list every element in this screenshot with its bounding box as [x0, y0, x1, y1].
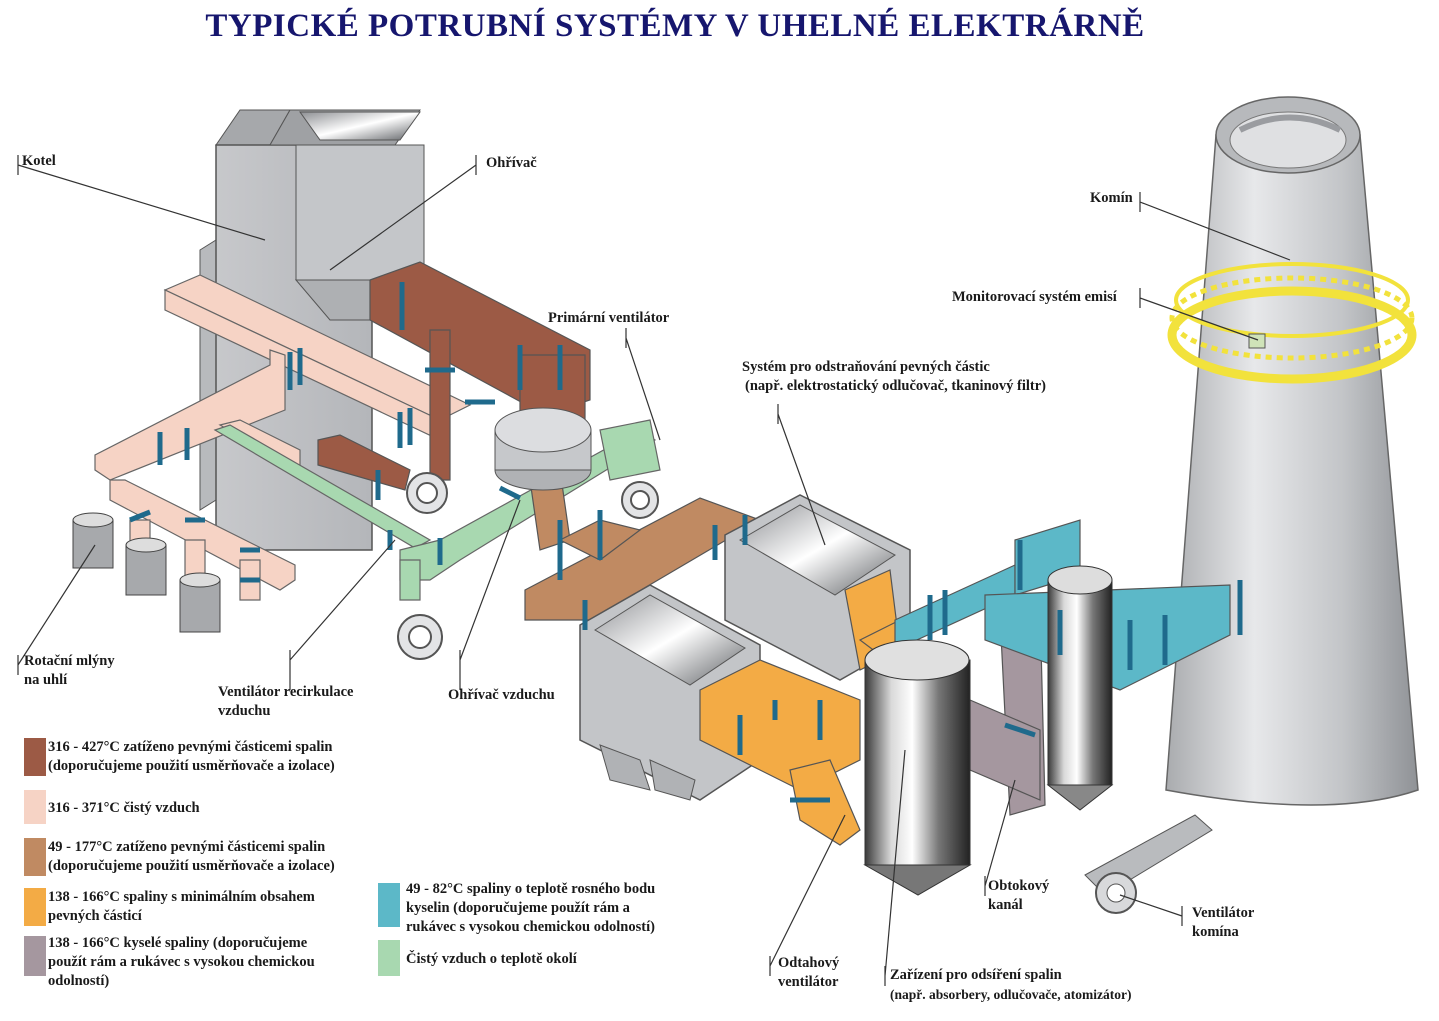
legend-swatch-5 [378, 883, 400, 927]
legend-swatch-4 [24, 936, 46, 976]
label-bypass-2: kanál [988, 897, 1023, 913]
bypass-duct [969, 604, 1046, 816]
fgd-absorbers [863, 565, 1114, 896]
legend-swatch-2 [24, 838, 46, 876]
label-fgd-2: (např. absorbery, odlučovače, atomizátor… [890, 987, 1132, 1002]
legend-text-6: Čistý vzduch o teplotě okolí [406, 951, 577, 967]
air-heater [494, 407, 592, 491]
label-coal-mills-1: Rotační mlýny [24, 653, 115, 669]
label-bypass-1: Obtokový [988, 878, 1050, 894]
label-particle-removal-1: Systém pro odstraňování pevných částic [742, 359, 990, 375]
label-chimney-fan-1: Ventilátor [1192, 905, 1255, 921]
legend-swatch-6 [378, 940, 400, 976]
label-fgd-1: Zařízení pro odsíření spalin [890, 967, 1062, 983]
label-air-heater: Ohřívač vzduchu [448, 687, 555, 703]
legend-swatch-0 [24, 738, 46, 776]
label-ohrivac: Ohřívač [486, 155, 537, 171]
label-exhaust-fan-2: ventilátor [778, 974, 839, 990]
label-monitoring: Monitorovací systém emisí [952, 289, 1117, 305]
label-particle-removal-2: (např. elektrostatický odlučovač, tkanin… [745, 378, 1046, 394]
duct-clamps [129, 282, 1243, 803]
fans [397, 472, 659, 660]
monitoring-ring [1167, 262, 1417, 384]
legend-text-1: 316 - 371°C čistý vzduch [48, 800, 200, 816]
page-title: TYPICKÉ POTRUBNÍ SYSTÉMY V UHELNÉ ELEKTR… [205, 8, 1145, 44]
chimney-fan [1084, 814, 1213, 914]
legend-swatch-3 [24, 888, 46, 926]
label-recirc-fan-1: Ventilátor recirkulace [218, 684, 354, 700]
label-komin: Komín [1090, 190, 1133, 206]
legend-text-4: 138 - 166°C kyselé spaliny (doporučujeme… [48, 935, 315, 989]
legend-text-3: 138 - 166°C spaliny s minimálním obsahem… [48, 889, 315, 924]
legend-text-2: 49 - 177°C zatíženo pevnými částicemi sp… [48, 839, 335, 874]
label-exhaust-fan-1: Odtahový [778, 955, 840, 971]
chimney [1165, 96, 1419, 806]
label-recirc-fan-2: vzduchu [218, 703, 271, 719]
legend-swatch-1 [24, 790, 46, 824]
legend-text-0: 316 - 427°C zatíženo pevnými částicemi s… [48, 739, 335, 774]
label-kotel: Kotel [22, 153, 56, 169]
leader-lines [17, 155, 1291, 986]
label-coal-mills-2: na uhlí [24, 672, 68, 688]
label-chimney-fan-2: komína [1192, 924, 1239, 940]
label-primary-fan: Primární ventilátor [548, 310, 670, 326]
legend-text-5: 49 - 82°C spaliny o teplotě rosného bodu… [406, 881, 656, 935]
coal-mills [72, 512, 221, 633]
